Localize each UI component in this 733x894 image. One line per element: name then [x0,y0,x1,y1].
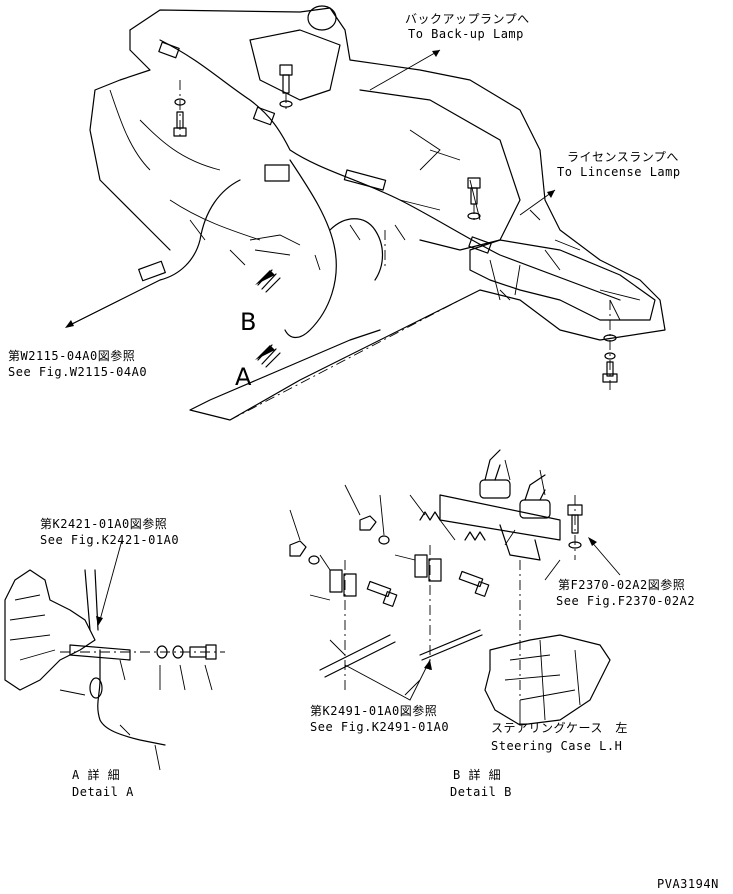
rear-frame-detail [489,249,641,321]
detail-b-arrow-k2491 [424,660,432,670]
clamp-5 [138,260,166,282]
label-license-en: To Lincense Lamp [557,165,681,179]
detail-b-bracket-foot [499,524,541,561]
detail-b-clip-2 [414,554,442,582]
chassis-outline [129,7,666,421]
marker-a: A [235,363,252,391]
small-leaders [189,209,581,301]
rear-frame [469,239,656,321]
label-f2370-en: See Fig.F2370-02A2 [556,594,695,608]
label-w2115-en: See Fig.W2115-04A0 [8,365,147,379]
chassis-inner-body [249,29,341,101]
callout-arrow-b [255,265,281,293]
main-assembly: B A [65,5,666,421]
steering-case [484,634,611,726]
arrow-backup [432,50,440,57]
drawing-code: PVA3194N [657,877,719,891]
detail-b-leaders [289,459,561,696]
clamp-4 [158,41,180,59]
label-steering-en: Steering Case L.H [491,739,622,753]
label-w2115-jp: 第W2115-04A0図参照 [8,348,135,363]
wire-harness [159,39,621,301]
detail-a-leaders [59,659,213,771]
detail-b-spring [419,511,486,541]
leader-w2115 [69,299,121,326]
detail-b-washer-2 [308,555,320,565]
label-backup-jp: バックアップランプへ [405,12,530,26]
label-f2370-jp: 第F2370-02A2図参照 [558,577,685,592]
detail-b-bolt-1 [366,580,398,607]
detail-a-leader-1 [99,539,123,621]
label-backup-en: To Back-up Lamp [408,27,524,41]
callout-arrow-a [255,340,281,368]
detail-b-leader-k2491 [344,659,431,701]
clamp-2 [343,169,387,191]
filler-cap [307,5,337,31]
chassis-center-line [229,299,461,421]
detail-b-rod [319,629,483,678]
detail-b-switch-1 [479,449,511,499]
clamp-3 [468,236,492,254]
detail-b-clip-1 [329,569,357,597]
connector-block [264,164,290,182]
chassis-upper-edge [89,29,171,251]
detail-a-arrow [96,616,103,626]
label-k2491-jp: 第K2491-01A0図参照 [310,703,437,718]
detail-b-nut-2 [289,540,307,557]
wire-harness-branch-left [69,179,241,326]
label-detail-b-jp: B 詳 細 [453,767,501,782]
label-detail-a-en: Detail A [72,785,134,799]
label-k2421-en: See Fig.K2421-01A0 [40,533,179,547]
arrow-w2115 [65,320,74,328]
label-license-jp: ライセンスランプへ [567,150,679,164]
arrow-license [547,190,555,198]
detail-b-leader-f2370 [589,539,621,576]
wire-harness-small [249,234,301,256]
left-body-curves [109,89,261,241]
wire-harness-loop [329,218,384,281]
label-detail-b-en: Detail B [450,785,512,799]
detail-b-switch-2 [519,474,551,519]
chassis-detail-lines [399,129,481,221]
detail-a-housing [4,569,96,691]
detail-b [289,449,621,726]
steering-case-details [504,639,581,721]
marker-b: B [240,308,256,336]
label-steering-jp: ステアリングケース 左 [491,720,628,735]
leader-backup [369,49,441,91]
clamp-1 [252,106,276,126]
detail-a-housing-lines [9,594,56,661]
detail-a [4,539,225,771]
detail-a-lever [84,569,99,631]
detail-a-cable [97,649,166,746]
label-detail-a-jp: A 詳 細 [72,767,120,782]
label-k2491-en: See Fig.K2491-01A0 [310,720,449,734]
detail-b-washer-1 [378,535,390,545]
chassis-panel [359,89,521,251]
detail-b-arrow-f2370 [588,537,597,546]
detail-b-bolt-2 [458,570,490,597]
detail-a-switch [89,677,103,699]
detail-b-nut-1 [359,515,377,531]
label-k2421-jp: 第K2421-01A0図参照 [40,516,167,531]
labels: バックアップランプへ To Back-up Lamp ライセンスランプへ To … [8,12,719,891]
wire-harness-branch-down [284,159,337,339]
